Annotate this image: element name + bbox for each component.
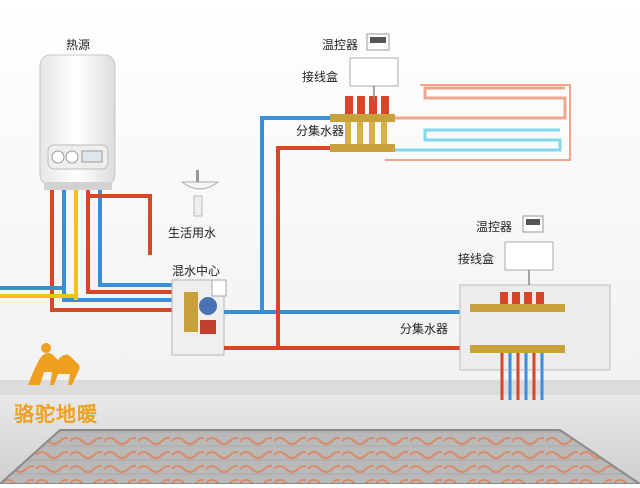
brand-name: 骆驼地暖: [14, 402, 98, 426]
junction-box-top-label: 接线盒: [302, 70, 339, 84]
junction-box-icon: [349, 57, 399, 100]
junction-box-right-label: 接线盒: [458, 252, 495, 266]
thermostat-right-label: 温控器: [476, 220, 513, 234]
wall-baseboard: [0, 380, 640, 395]
sink-icon: [180, 170, 220, 217]
thermostat-right-icon: [522, 215, 544, 233]
thermostat-icon: [366, 33, 390, 51]
distribution-pipes: [224, 116, 470, 350]
floor-heating-loop-icon: [385, 84, 571, 161]
floor-heating-grid: [0, 429, 640, 485]
manifold-top-label: 分集水器: [296, 124, 345, 138]
domestic-water-label: 生活用水: [168, 226, 217, 240]
cabinet-loop-pipes: [500, 353, 544, 400]
camel-logo-icon: [28, 343, 80, 385]
mixing-center-label: 混水中心: [172, 264, 221, 278]
boiler-icon: [39, 54, 116, 190]
manifold-icon: [330, 96, 395, 152]
thermostat-top-label: 温控器: [322, 38, 359, 52]
junction-box-right-icon: [504, 241, 554, 285]
manifold-right-label: 分集水器: [400, 322, 449, 336]
mixing-station-icon: [171, 279, 227, 356]
boiler-pipes: [0, 190, 180, 312]
heat-source-label: 热源: [66, 38, 91, 52]
